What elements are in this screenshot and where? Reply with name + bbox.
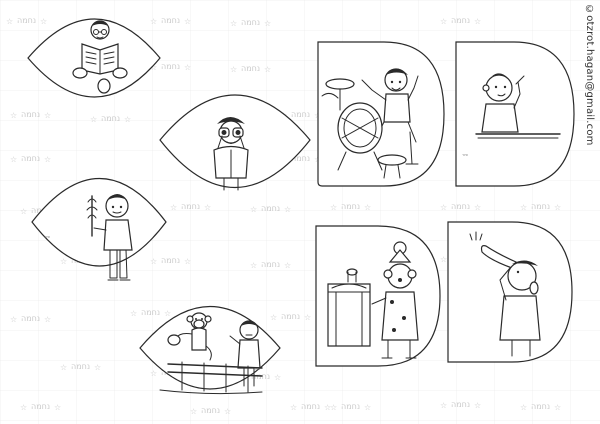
- table-with-scroll: [327, 268, 371, 347]
- cutout-boy-holding-lulav: ציור: [31, 177, 167, 281]
- boy-holding-lulav-figure: [86, 194, 133, 281]
- credit-email: ©otzrot.hagan@gmail.com: [584, 4, 595, 146]
- cutout-boy-leaning-on-table: ציור: [455, 41, 575, 187]
- cutout-boy-playing-drums: [317, 41, 445, 187]
- cutout-boy-blowing-shofar: [447, 221, 573, 363]
- svg-text:ציור: ציור: [44, 235, 50, 239]
- cutout-boy-reading-book: [27, 18, 161, 98]
- monkey-figure: [167, 312, 212, 361]
- cutout-monkey-and-boy-at-fence: [139, 305, 281, 395]
- boy-blowing-shofar-figure: [469, 231, 541, 357]
- cutout-clown-at-table: [315, 225, 441, 367]
- boy-leaning-on-table-figure: [475, 73, 561, 139]
- signature-mark: ציור: [254, 367, 260, 371]
- boy-reading-book-figure: [72, 20, 128, 94]
- boy-with-binoculars-figure: [213, 117, 249, 191]
- clown-figure: [371, 241, 419, 359]
- boy-playing-drums-figure: [321, 68, 419, 179]
- cutout-boy-with-binoculars: [159, 94, 311, 191]
- svg-text:ציור: ציור: [462, 153, 468, 157]
- fence: [159, 361, 263, 395]
